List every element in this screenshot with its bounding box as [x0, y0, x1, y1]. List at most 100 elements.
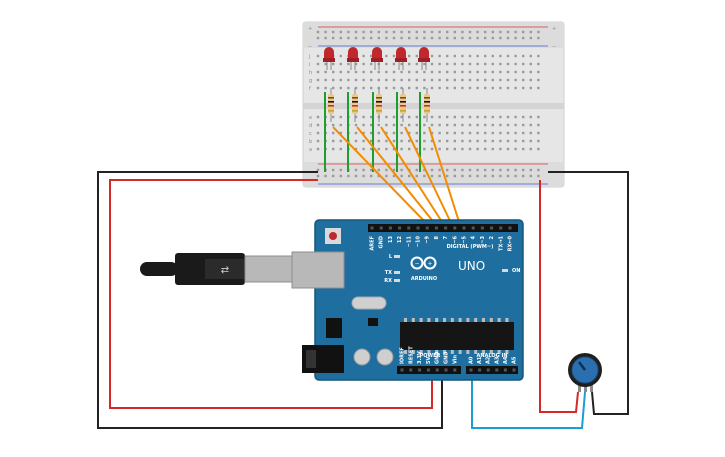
orange-wire-5[interactable]: [428, 126, 461, 226]
breadboard-hole: [354, 131, 358, 135]
breadboard-hole: [438, 78, 441, 82]
breadboard-hole: [537, 147, 540, 151]
orange-wire-3[interactable]: [380, 126, 445, 226]
resistor[interactable]: [328, 94, 334, 114]
breadboard-hole: [446, 54, 449, 58]
breadboard-hole: [506, 147, 510, 151]
breadboard-hole: [392, 139, 396, 143]
orange-wire-1[interactable]: [332, 126, 429, 226]
led-group[interactable]: [323, 47, 430, 70]
breadboard-hole: [362, 70, 365, 74]
rail-hole: [339, 174, 342, 178]
breadboard-hole: [484, 139, 487, 143]
breadboard-hole: [370, 139, 373, 143]
breadboard-hole: [377, 131, 380, 135]
breadboard-hole: [529, 123, 532, 127]
chip-pin: [411, 318, 415, 322]
breadboard-hole: [453, 139, 456, 143]
header-pin: [499, 226, 503, 230]
analog-pin-label: A5: [512, 356, 518, 364]
rail-hole: [377, 30, 380, 34]
reset-button-cap[interactable]: [329, 232, 337, 240]
breadboard-hole: [522, 86, 525, 90]
breadboard-hole: [392, 115, 396, 119]
analog-pin-label: A1: [477, 356, 483, 364]
orange-wire-4[interactable]: [404, 126, 453, 226]
red-pot-wire[interactable]: [539, 180, 579, 413]
led[interactable]: [348, 47, 358, 58]
rail-hole: [385, 30, 388, 34]
cyan-analog-wire[interactable]: [471, 372, 586, 429]
chip-pin: [404, 350, 407, 354]
breadboard-hole: [324, 78, 327, 82]
chip-pin: [427, 318, 431, 322]
header-pin: [444, 368, 448, 372]
breadboard-hole: [377, 139, 380, 143]
led[interactable]: [324, 47, 334, 58]
breadboard-hole: [537, 62, 540, 66]
resistor[interactable]: [352, 94, 358, 114]
breadboard-hole: [362, 131, 365, 135]
breadboard-hole: [453, 62, 456, 66]
resistor[interactable]: [400, 94, 406, 114]
red-5v-wire[interactable]: [109, 179, 433, 409]
led[interactable]: [372, 47, 382, 58]
resistor-group[interactable]: [328, 88, 430, 122]
rail-hole: [316, 30, 320, 34]
breadboard-hole: [316, 78, 320, 82]
breadboard-hole: [514, 62, 517, 66]
wires[interactable]: [97, 92, 629, 429]
chip-pin: [419, 350, 423, 354]
orange-wire-2[interactable]: [356, 126, 437, 226]
breadboard-hole: [438, 115, 441, 119]
breadboard-hole: [370, 62, 373, 66]
breadboard-hole: [506, 86, 510, 90]
rail-hole: [385, 174, 388, 178]
breadboard-hole: [324, 62, 327, 66]
breadboard-hole: [499, 54, 502, 58]
rail-hole: [339, 30, 342, 34]
pot-leg-1: [578, 382, 581, 392]
led[interactable]: [396, 47, 406, 58]
analog-header: [466, 366, 518, 374]
black-gnd-wire[interactable]: [97, 171, 443, 429]
led[interactable]: [419, 47, 429, 58]
resistor-band: [352, 101, 358, 103]
breadboard-hole: [491, 139, 494, 143]
resistor[interactable]: [424, 94, 430, 114]
breadboard-hole: [491, 131, 494, 135]
breadboard-hole: [506, 78, 510, 82]
rail-hole: [529, 168, 532, 172]
rail-hole: [476, 30, 479, 34]
power-pin-label: 5V: [426, 357, 432, 364]
header-pin: [512, 368, 516, 372]
usb-plug-grip: [205, 259, 247, 279]
led-rim: [395, 58, 407, 62]
digital-pin-label: TX→1: [498, 235, 504, 250]
breadboard-hole: [347, 62, 350, 66]
breadboard-hole: [370, 147, 373, 151]
rail-hole: [400, 30, 403, 34]
breadboard-hole: [339, 70, 342, 74]
breadboard-hole: [461, 78, 464, 82]
resistor-band: [328, 101, 334, 103]
analog-pin-label: A3: [494, 356, 500, 364]
potentiometer[interactable]: [568, 353, 602, 392]
breadboard-hole: [423, 70, 426, 74]
header-pin: [425, 226, 429, 230]
usb-cable[interactable]: ⇄: [140, 253, 294, 285]
breadboard-hole: [529, 54, 532, 58]
rail-hole: [332, 30, 335, 34]
breadboard-hole: [415, 147, 418, 151]
breadboard-hole: [491, 62, 494, 66]
breadboard-hole: [453, 115, 456, 119]
rail-hole: [316, 36, 320, 40]
resistor[interactable]: [376, 94, 382, 114]
black-pot-wire[interactable]: [548, 171, 629, 415]
breadboard-hole: [392, 62, 396, 66]
rail-plus-label-right: +: [552, 26, 556, 32]
chip-pin: [435, 318, 439, 322]
